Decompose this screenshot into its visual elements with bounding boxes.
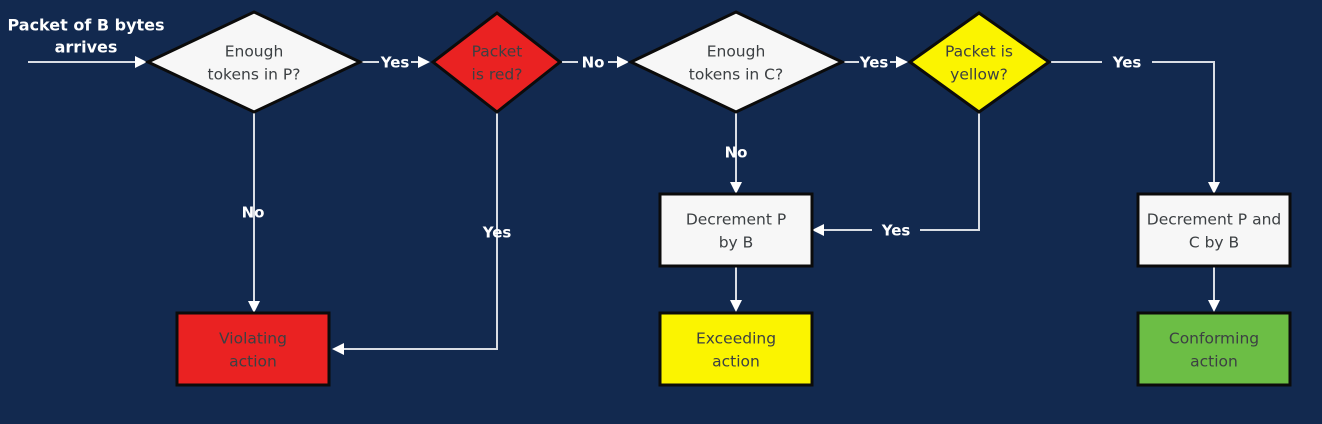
node-decrement-p-and-c[interactable]: Decrement P and C by B: [1136, 192, 1292, 268]
edge-label-p-no: No: [242, 204, 265, 222]
edge-c-no: [730, 113, 742, 194]
node-enough-tokens-p-line2: tokens in P?: [208, 66, 301, 84]
edge-c-yes: [844, 56, 908, 68]
node-enough-tokens-c-line1: Enough: [707, 43, 766, 61]
node-exceeding-action-line2: action: [712, 353, 760, 371]
edge-p-no: [248, 113, 260, 313]
edge-label-yellow-yes-down: Yes: [881, 222, 911, 240]
node-decrement-p-line1: Decrement P: [686, 211, 786, 229]
entry-label: Packet of B bytes arrives: [7, 16, 164, 57]
node-packet-is-yellow-line2: yellow?: [950, 66, 1008, 84]
node-enough-tokens-p-line1: Enough: [225, 43, 284, 61]
node-enough-tokens-c-line2: tokens in C?: [689, 66, 783, 84]
edge-label-c-yes: Yes: [859, 54, 889, 72]
edge-label-c-no: No: [725, 144, 748, 162]
edge-red-yes: [332, 113, 498, 355]
edge-entry: [28, 56, 147, 68]
edge-label-yellow-yes-right: Yes: [1112, 54, 1142, 72]
node-exceeding-action-line1: Exceeding: [696, 330, 776, 348]
node-violating-action-line1: Violating: [219, 330, 287, 348]
node-enough-tokens-c[interactable]: Enough tokens in C?: [627, 10, 846, 114]
edge-yellow-yes-down: [812, 113, 980, 236]
node-packet-is-red[interactable]: Packet is red?: [430, 11, 563, 114]
edge-label-p-yes: Yes: [380, 54, 410, 72]
node-packet-is-red-line2: is red?: [472, 66, 523, 84]
edge-red-no: [562, 56, 629, 68]
entry-label-line1: Packet of B bytes: [7, 16, 164, 35]
edge-decp-to-exceeding: [730, 267, 742, 312]
node-conforming-action-line2: action: [1190, 353, 1238, 371]
node-decrement-p-and-c-line2: C by B: [1189, 234, 1239, 252]
node-conforming-action-line1: Conforming: [1169, 330, 1259, 348]
edge-decpc-to-conforming: [1208, 267, 1220, 312]
node-violating-action[interactable]: Violating action: [175, 311, 331, 387]
edge-label-red-yes: Yes: [482, 224, 512, 242]
node-conforming-action[interactable]: Conforming action: [1136, 311, 1292, 387]
node-decrement-p-line2: by B: [719, 234, 754, 252]
node-enough-tokens-p[interactable]: Enough tokens in P?: [144, 10, 364, 114]
node-packet-is-yellow-line1: Packet is: [945, 43, 1013, 61]
node-violating-action-line2: action: [229, 353, 277, 371]
edge-label-red-no: No: [582, 54, 605, 72]
edge-yellow-yes-right: [1051, 61, 1220, 194]
node-decrement-p[interactable]: Decrement P by B: [658, 192, 814, 268]
node-packet-is-red-line1: Packet: [472, 43, 523, 61]
entry-label-line2: arrives: [55, 38, 118, 57]
node-decrement-p-and-c-line1: Decrement P and: [1147, 211, 1281, 229]
node-packet-is-yellow[interactable]: Packet is yellow?: [907, 11, 1052, 114]
edge-p-yes: [361, 56, 430, 68]
node-exceeding-action[interactable]: Exceeding action: [658, 311, 814, 387]
